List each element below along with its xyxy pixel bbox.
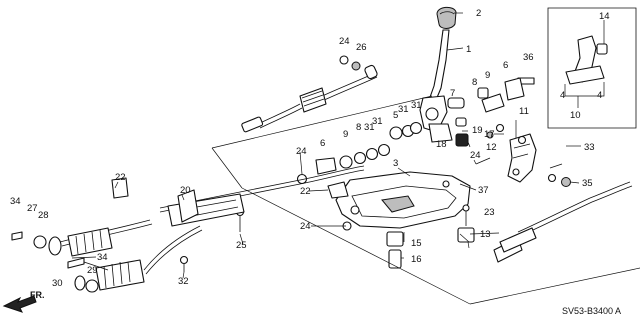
callout-25: 25	[236, 240, 247, 251]
callout-20: 20	[180, 185, 191, 196]
callout-29: 29	[87, 265, 98, 276]
leader-lines	[71, 12, 605, 279]
callout-4: 4	[597, 90, 602, 101]
callout-3: 3	[393, 158, 398, 169]
callout-5: 5	[393, 110, 398, 121]
diagram-code: SV53-B3400 A	[562, 306, 621, 316]
select-cable-upper	[241, 64, 378, 133]
callout-35: 35	[582, 178, 593, 189]
callout-24: 24	[470, 150, 481, 161]
callout-22: 22	[115, 172, 126, 183]
small-parts	[179, 55, 571, 272]
front-label: FR.	[30, 290, 45, 300]
callout-26: 26	[356, 42, 367, 53]
callout-31: 31	[411, 100, 422, 111]
callout-9: 9	[485, 70, 490, 81]
callout-6: 6	[503, 60, 508, 71]
callout-11: 11	[519, 106, 529, 117]
callout-27: 27	[27, 203, 38, 214]
callout-28: 28	[38, 210, 49, 221]
callout-15: 15	[411, 238, 422, 249]
callout-32: 32	[178, 276, 189, 287]
callout-34: 34	[10, 196, 21, 207]
callout-2: 2	[476, 8, 481, 19]
callout-23: 23	[484, 207, 495, 218]
callout-14: 14	[599, 11, 610, 22]
base-plate	[335, 171, 471, 229]
callout-8: 8	[472, 77, 477, 88]
callout-6: 6	[320, 138, 325, 149]
inset-box	[547, 7, 637, 129]
callout-19: 19	[472, 125, 483, 136]
callout-9: 9	[343, 129, 348, 140]
front-arrow: FR.	[2, 290, 45, 313]
callout-33: 33	[584, 142, 595, 153]
callout-18: 18	[436, 139, 447, 150]
callout-37: 37	[478, 185, 489, 196]
assembly-outline	[211, 95, 640, 305]
callout-16: 16	[411, 254, 422, 265]
callout-8: 8	[356, 122, 361, 133]
select-lever-bracket	[507, 133, 537, 183]
callout-31: 31	[398, 104, 409, 115]
callout-31: 31	[364, 122, 375, 133]
callout-24: 24	[300, 221, 311, 232]
shift-knob	[436, 6, 457, 29]
callout-24: 24	[296, 146, 307, 157]
shift-lever	[419, 29, 453, 143]
callout-34: 34	[97, 252, 108, 263]
callout-30: 30	[52, 278, 63, 289]
callout-1: 1	[466, 44, 471, 55]
callout-12: 12	[486, 142, 497, 153]
mount-rubbers	[386, 204, 475, 269]
callout-22: 22	[300, 186, 311, 197]
callout-10: 10	[570, 110, 581, 121]
callout-4: 4	[560, 90, 565, 101]
callout-24: 24	[339, 36, 350, 47]
callout-13: 13	[480, 229, 491, 240]
shift-cables	[11, 165, 633, 293]
callout-36: 36	[523, 52, 534, 63]
callout-numbers: 2 1 24 26 36 9 6 8 7 5 31 31 31 31 8 9 6…	[10, 8, 610, 289]
callout-17: 17	[484, 129, 495, 140]
callout-7: 7	[450, 88, 455, 99]
callout-31: 31	[372, 116, 383, 127]
